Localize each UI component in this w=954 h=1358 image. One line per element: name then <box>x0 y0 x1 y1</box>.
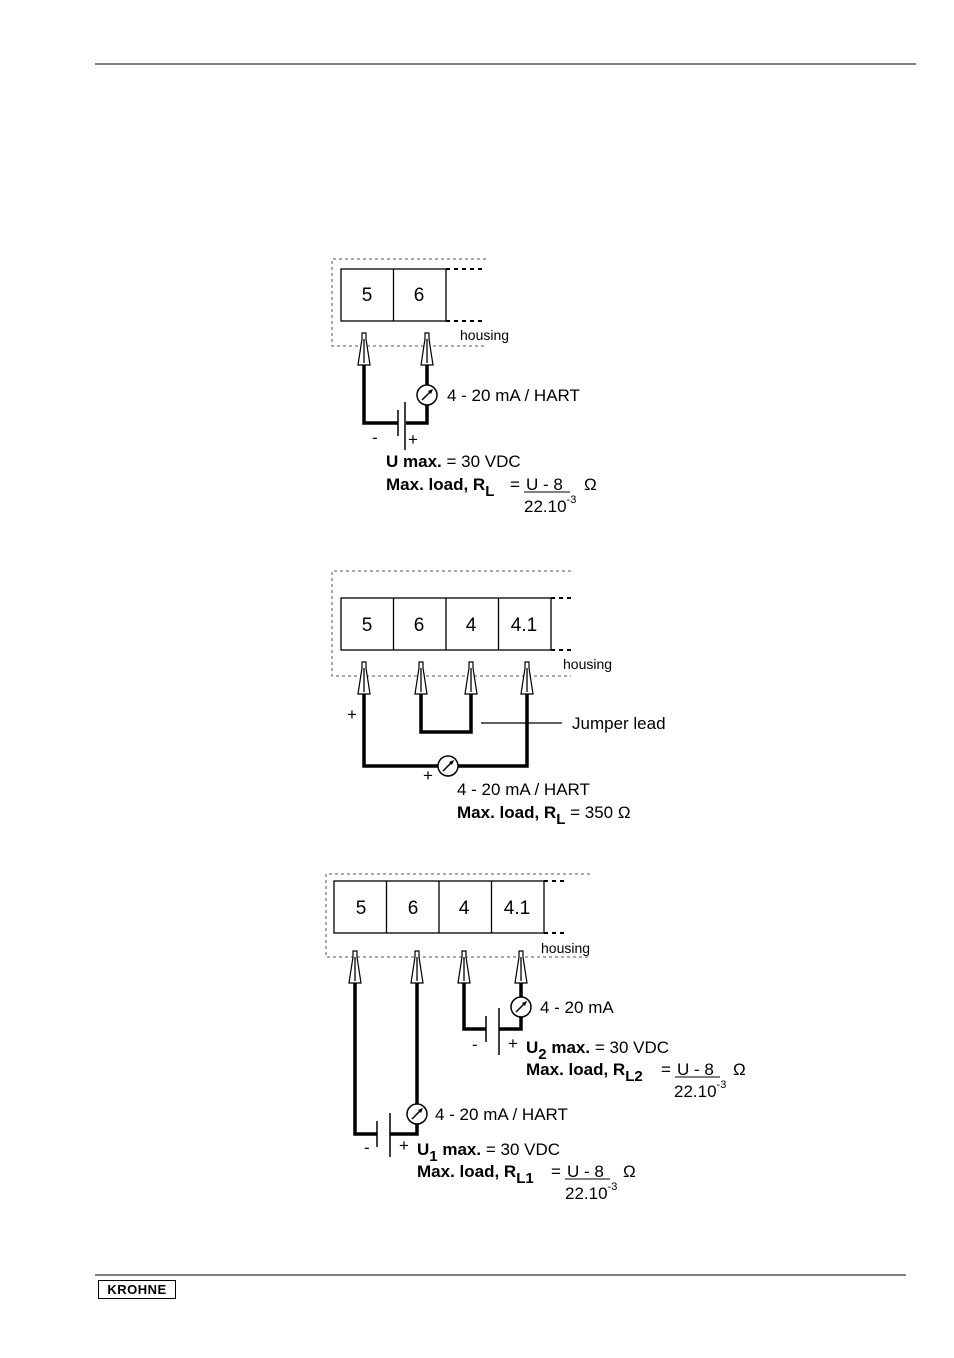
krohne-logo: KROHNE <box>98 1280 176 1299</box>
meter-icon <box>437 755 459 777</box>
plus-1-label: + <box>399 1136 409 1155</box>
terminal-5: 5 <box>362 285 373 306</box>
terminal-4: 4 <box>466 615 477 636</box>
denominator: 22.10-3 <box>524 494 576 516</box>
meter-2-label: 4 - 20 mA <box>540 998 614 1017</box>
diagram-2: 5 6 4 4.1 housing Jumper lead + + 4 - 20… <box>331 570 666 828</box>
meter-label: 4 - 20 mA / HART <box>457 780 590 799</box>
u1-max-line: U1 max. = 30 VDC <box>417 1140 560 1165</box>
plus-label: + <box>408 430 418 449</box>
jumper-lead-label: Jumper lead <box>572 714 666 733</box>
terminal-6: 6 <box>408 898 419 919</box>
load-label: Max. load, RL <box>386 475 494 500</box>
load-2-label: Max. load, RL2 <box>526 1060 643 1085</box>
numerator-1: U - 8 <box>567 1162 604 1181</box>
minus-1-label: - <box>364 1138 370 1157</box>
meter-icon <box>416 384 438 406</box>
u2-max-line: U2 max. = 30 VDC <box>526 1038 669 1063</box>
denominator-2: 22.10-3 <box>674 1079 726 1101</box>
plus-meter-label: + <box>423 766 433 785</box>
load-eq: = <box>510 475 520 494</box>
terminal-6: 6 <box>414 615 425 636</box>
load-2-eq: = <box>661 1060 671 1079</box>
terminal-6: 6 <box>414 285 425 306</box>
terminal-4: 4 <box>459 898 470 919</box>
meter-2-icon <box>510 996 532 1018</box>
diagram-1: 5 6 housing - + 4 - 20 mA / HART U max. … <box>331 258 597 516</box>
housing-outline <box>325 873 590 958</box>
plus-2-label: + <box>508 1034 518 1053</box>
plus-left-label: + <box>347 705 357 724</box>
load-1-eq: = <box>551 1162 561 1181</box>
numerator: U - 8 <box>526 475 563 494</box>
housing-label: housing <box>460 327 509 343</box>
housing-outline <box>331 258 486 347</box>
diagram-3: 5 6 4 4.1 housing 4 - 20 mA - + U2 max. … <box>325 873 746 1203</box>
terminal-4-1: 4.1 <box>511 615 537 636</box>
minus-2-label: - <box>472 1035 478 1054</box>
load-line: Max. load, RL = 350 Ω <box>457 803 631 828</box>
terminal-5: 5 <box>362 615 373 636</box>
meter-label: 4 - 20 mA / HART <box>447 386 580 405</box>
numerator-2: U - 8 <box>677 1060 714 1079</box>
housing-label: housing <box>541 940 590 956</box>
housing-outline <box>331 570 571 677</box>
meter-1-icon <box>406 1103 428 1125</box>
ohm-unit: Ω <box>584 475 597 494</box>
housing-label: housing <box>563 656 612 672</box>
meter-1-label: 4 - 20 mA / HART <box>435 1105 568 1124</box>
minus-label: - <box>372 428 378 447</box>
load-1-label: Max. load, RL1 <box>417 1162 534 1187</box>
umax-line: U max. = 30 VDC <box>386 452 521 471</box>
terminal-5: 5 <box>356 898 367 919</box>
terminal-4-1: 4.1 <box>504 898 530 919</box>
ohm-unit-2: Ω <box>733 1060 746 1079</box>
ohm-unit-1: Ω <box>623 1162 636 1181</box>
denominator-1: 22.10-3 <box>565 1181 617 1203</box>
